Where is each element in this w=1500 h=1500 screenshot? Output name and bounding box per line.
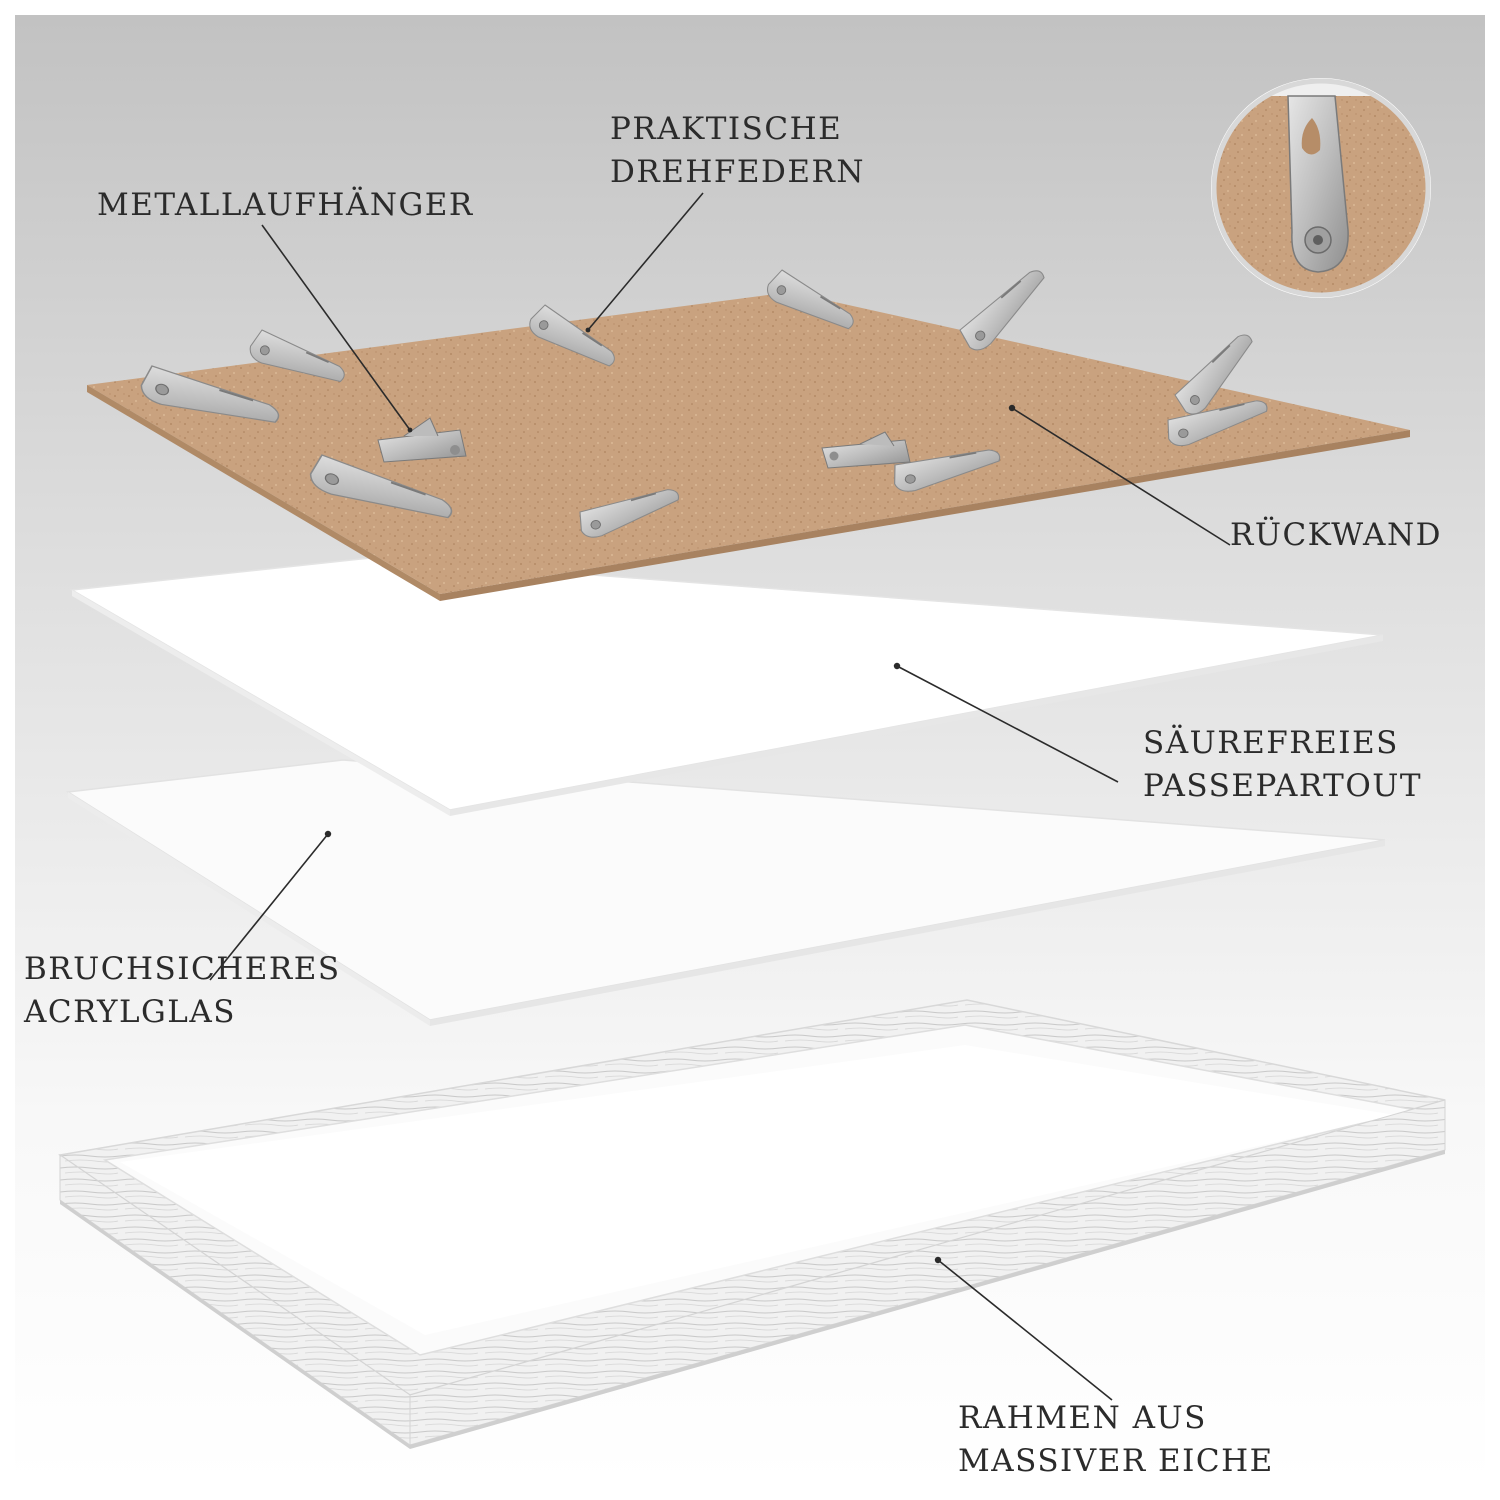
- leader-dots: [324, 327, 1016, 1264]
- label-drehfedern-line-1: PRAKTISCHE: [610, 111, 843, 147]
- leader-line-acrylglas: [209, 833, 329, 981]
- leader-line-metallaufhaenger: [261, 224, 411, 431]
- label-rueckwand-line-1: RÜCKWAND: [1230, 517, 1442, 553]
- label-passepartout: SÄUREFREIES PASSEPARTOUT: [1143, 722, 1422, 808]
- label-acrylglas-line-1: BRUCHSICHERES: [24, 951, 341, 987]
- sawtooth-hanger-icon: [821, 431, 911, 469]
- label-metallaufhaenger-line-1: METALLAUFHÄNGER: [97, 187, 474, 223]
- leader-line-rueckwand: [1011, 407, 1231, 546]
- oak-frame: [58, 999, 1446, 1449]
- backboard: [87, 292, 1410, 601]
- label-rueckwand: RÜCKWAND: [1230, 514, 1442, 557]
- label-rahmen-line-2: MASSIVER EICHE: [958, 1443, 1274, 1479]
- hanger-detail-icon: [1211, 78, 1431, 298]
- leader-line-drehfedern: [587, 192, 704, 331]
- passepartout-sheet: [69, 557, 1384, 816]
- label-drehfedern: PRAKTISCHE DREHFEDERN: [610, 108, 865, 194]
- label-rahmen-line-1: RAHMEN AUS: [958, 1400, 1207, 1436]
- label-rahmen: RAHMEN AUS MASSIVER EICHE: [958, 1397, 1274, 1483]
- leader-line-passepartout: [896, 665, 1119, 783]
- acrylic-glass-sheet: [65, 759, 1386, 1026]
- label-metallaufhaenger: METALLAUFHÄNGER: [97, 184, 474, 227]
- leader-lines: [209, 192, 1231, 1401]
- label-passepartout-line-2: PASSEPARTOUT: [1143, 768, 1423, 804]
- label-acrylglas: BRUCHSICHERES ACRYLGLAS: [24, 948, 341, 1034]
- label-acrylglas-line-2: ACRYLGLAS: [24, 994, 237, 1030]
- leader-line-rahmen: [937, 1259, 1113, 1401]
- label-passepartout-line-1: SÄUREFREIES: [1143, 725, 1399, 761]
- sawtooth-hanger-icon: [377, 417, 467, 463]
- label-drehfedern-line-2: DREHFEDERN: [610, 154, 865, 190]
